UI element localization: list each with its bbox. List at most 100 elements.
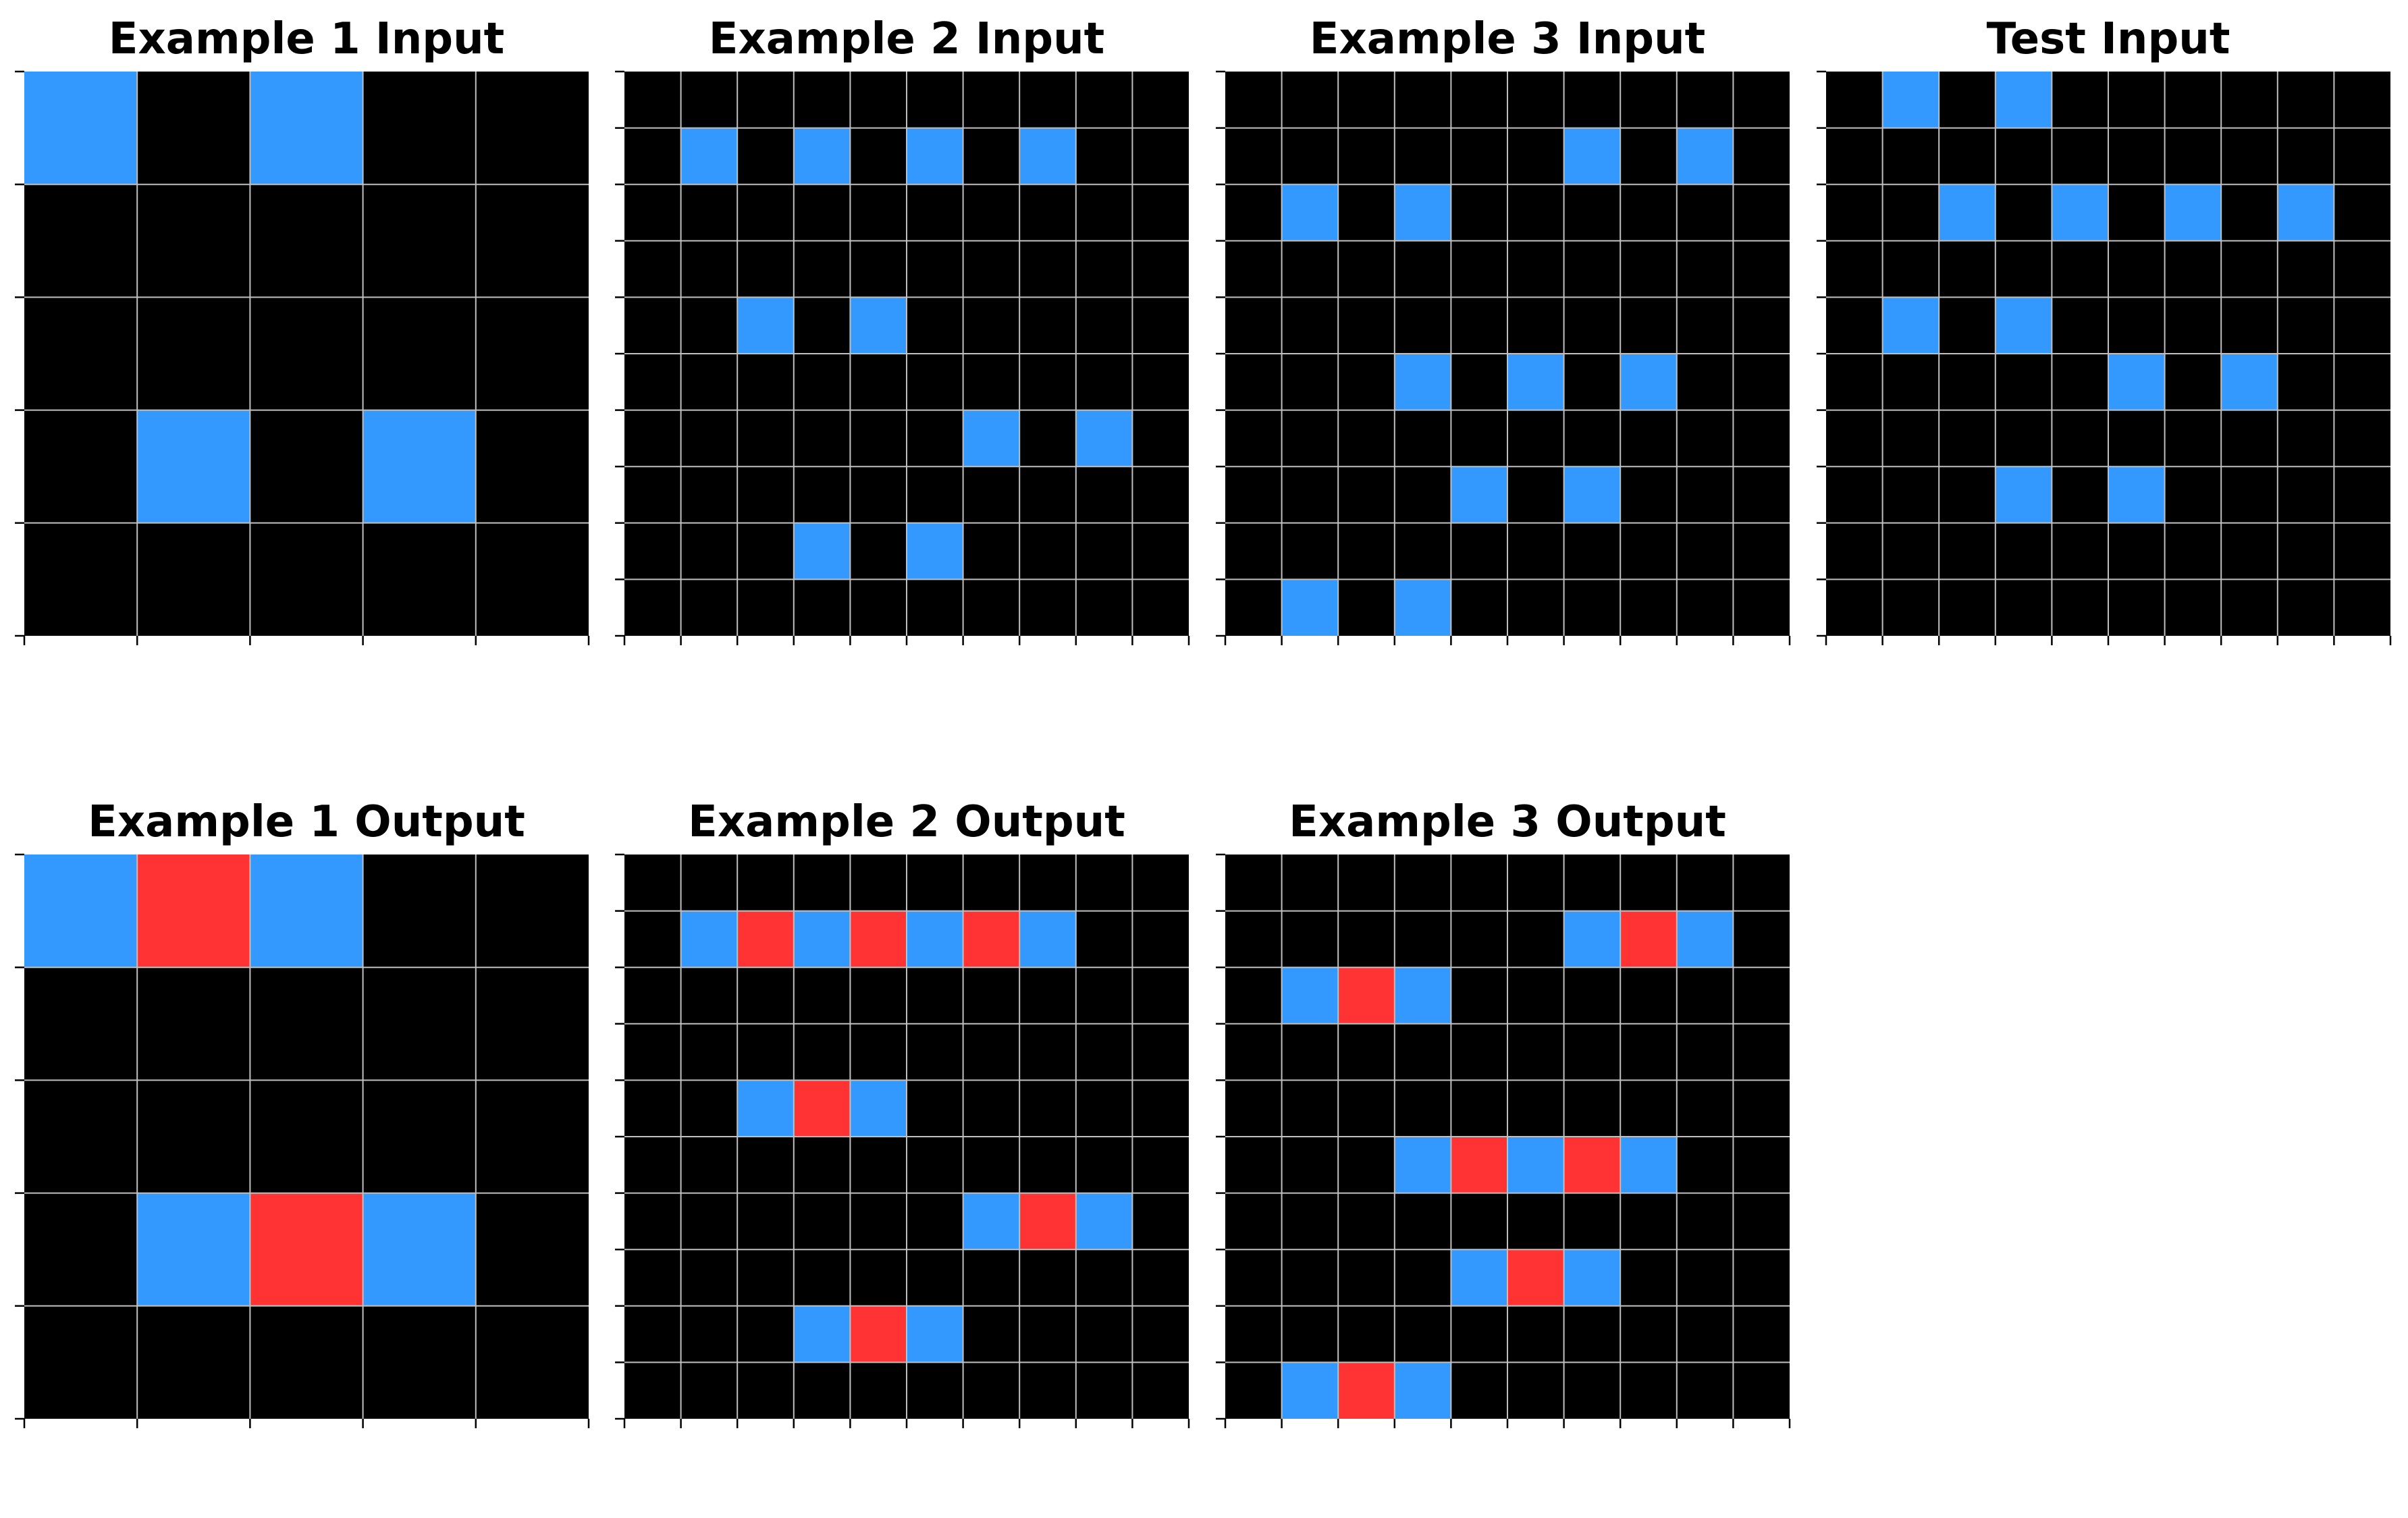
cell-blue: [1676, 911, 1734, 968]
cell-black: [1620, 410, 1677, 467]
cell-black: [1075, 466, 1133, 523]
cell-black: [2334, 240, 2390, 298]
cell-black: [1075, 240, 1133, 298]
cell-black: [1394, 1305, 1451, 1363]
cell-black: [1676, 297, 1734, 354]
cell-black: [1733, 1305, 1790, 1363]
cell-blue: [363, 1193, 476, 1306]
cell-black: [2052, 354, 2108, 410]
cell-black: [963, 522, 1020, 580]
cell-black: [1563, 354, 1621, 410]
cell-black: [737, 1305, 794, 1363]
cell-black: [680, 466, 738, 523]
cell-black: [907, 1362, 963, 1419]
cell-black: [1507, 240, 1564, 298]
cell-black: [1507, 522, 1564, 580]
cell-black: [1826, 297, 1883, 354]
cell-blue: [1563, 128, 1621, 185]
cell-black: [2164, 240, 2222, 298]
cell-black: [1563, 967, 1621, 1024]
cell-blue: [1995, 72, 2052, 128]
cell-black: [963, 72, 1020, 128]
cell-black: [475, 1080, 589, 1193]
cell-black: [680, 354, 738, 410]
cell-black: [1733, 354, 1790, 410]
cell-blue: [907, 1305, 963, 1363]
cell-black: [1620, 72, 1677, 128]
cell-black: [363, 855, 476, 968]
cell-red: [737, 911, 794, 968]
cell-black: [680, 1249, 738, 1306]
cell-black: [963, 1305, 1020, 1363]
example-3-output-grid: [1216, 853, 1791, 1428]
cell-black: [137, 967, 250, 1081]
cell-black: [1132, 184, 1189, 241]
cell-black: [137, 1305, 250, 1419]
cell-blue: [2108, 354, 2165, 410]
cell-black: [1826, 72, 1883, 128]
cell-black: [1019, 240, 1076, 298]
cell-black: [737, 1249, 794, 1306]
cell-black: [1225, 1080, 1282, 1137]
cell-black: [1132, 354, 1189, 410]
cell-black: [680, 240, 738, 298]
example-2-output-panel: Example 2 Output: [615, 795, 1190, 1428]
cell-black: [1075, 579, 1133, 636]
cell-blue: [1394, 579, 1451, 636]
cell-black: [1507, 967, 1564, 1024]
cell-black: [1826, 128, 1883, 185]
cell-black: [1507, 466, 1564, 523]
cell-black: [737, 855, 794, 911]
cell-black: [2052, 466, 2108, 523]
example-2-output-grid: [615, 853, 1190, 1428]
cell-black: [963, 1080, 1020, 1137]
cell-black: [1676, 240, 1734, 298]
cell-black: [1075, 184, 1133, 241]
cell-black: [1676, 354, 1734, 410]
cell-black: [1451, 1193, 1507, 1250]
cell-black: [680, 1362, 738, 1419]
cell-blue: [1620, 1137, 1677, 1193]
cell-black: [2334, 579, 2390, 636]
cell-black: [624, 911, 681, 968]
cell-black: [1225, 522, 1282, 580]
cell-black: [1281, 1193, 1339, 1250]
cell-black: [1676, 1193, 1734, 1250]
cell-black: [2221, 297, 2278, 354]
cell-blue: [1281, 1362, 1339, 1419]
cell-black: [963, 128, 1020, 185]
cell-black: [907, 1137, 963, 1193]
cell-black: [624, 1023, 681, 1081]
cell-black: [1132, 72, 1189, 128]
example-1-input-grid: [15, 70, 590, 645]
cell-black: [1281, 240, 1339, 298]
cell-black: [1995, 522, 2052, 580]
cell-black: [1281, 466, 1339, 523]
cell-black: [1281, 1305, 1339, 1363]
cell-black: [1281, 128, 1339, 185]
cell-black: [250, 967, 363, 1081]
cell-black: [2334, 522, 2390, 580]
cell-black: [793, 466, 851, 523]
cell-blue: [793, 911, 851, 968]
cell-black: [2052, 297, 2108, 354]
cell-black: [1132, 522, 1189, 580]
cell-black: [1225, 1023, 1282, 1081]
cell-blue: [1563, 466, 1621, 523]
cell-blue: [2108, 466, 2165, 523]
cell-black: [1338, 354, 1395, 410]
cell-black: [1281, 354, 1339, 410]
cell-black: [1620, 240, 1677, 298]
cell-black: [2108, 240, 2165, 298]
cell-black: [1132, 466, 1189, 523]
cell-black: [1075, 354, 1133, 410]
cell-black: [1451, 72, 1507, 128]
cell-black: [624, 354, 681, 410]
cell-black: [680, 297, 738, 354]
cell-black: [624, 1249, 681, 1306]
cell-black: [737, 1023, 794, 1081]
cell-black: [1676, 855, 1734, 911]
cell-black: [1620, 1249, 1677, 1306]
cell-black: [2221, 184, 2278, 241]
cell-black: [1676, 1249, 1734, 1306]
